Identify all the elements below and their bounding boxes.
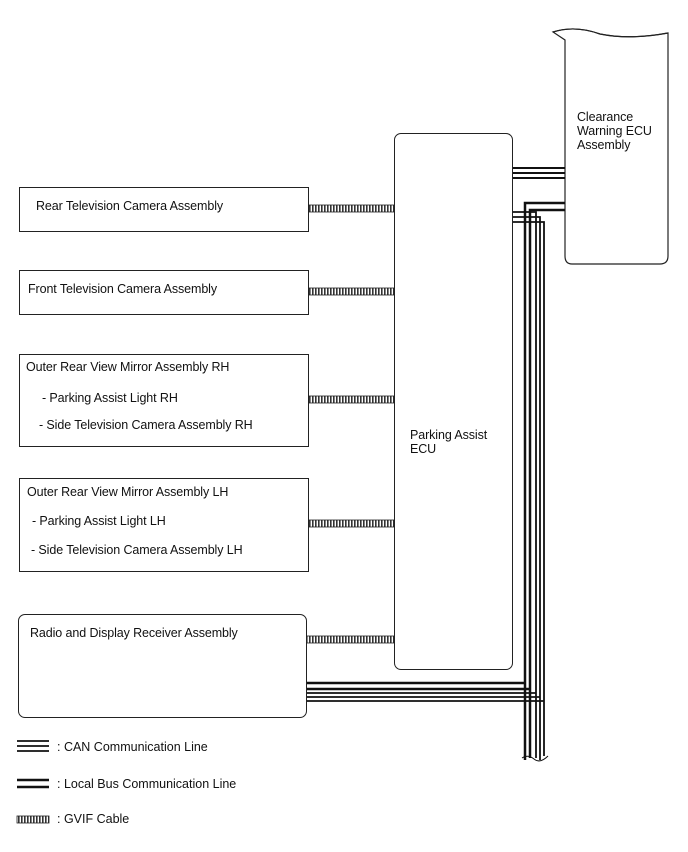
front-camera-label: Front Television Camera Assembly bbox=[28, 282, 218, 296]
parking-assist-ecu-label: Parking Assist ECU bbox=[410, 428, 488, 456]
mirror-lh-title: Outer Rear View Mirror Assembly LH bbox=[27, 485, 229, 499]
can-line-vertical bbox=[512, 211, 545, 760]
can-line-ecu-to-clearance bbox=[512, 167, 565, 179]
clearance-ecu-torn-edge bbox=[552, 28, 669, 38]
legend-local-bus-symbol bbox=[17, 778, 49, 789]
gvif-cable-front-camera bbox=[307, 287, 395, 296]
gvif-cable-mirror-rh bbox=[307, 395, 395, 404]
mirror-rh-item-light: - Parking Assist Light RH bbox=[42, 391, 178, 405]
parking-assist-ecu-box: Parking Assist ECU bbox=[394, 133, 513, 670]
rear-camera-box: Rear Television Camera Assembly bbox=[19, 187, 309, 232]
local-bus-line-vertical bbox=[523, 201, 565, 760]
mirror-lh-item-light: - Parking Assist Light LH bbox=[32, 514, 166, 528]
mirror-lh-box: Outer Rear View Mirror Assembly LH - Par… bbox=[19, 478, 309, 572]
mirror-rh-item-camera: - Side Television Camera Assembly RH bbox=[39, 418, 253, 432]
clearance-warning-ecu-label: Clearance Warning ECU Assembly bbox=[577, 110, 652, 152]
gvif-cable-mirror-lh bbox=[307, 519, 395, 528]
radio-receiver-box: Radio and Display Receiver Assembly bbox=[18, 614, 307, 718]
legend-can-label: : CAN Communication Line bbox=[57, 740, 208, 754]
legend-gvif-symbol bbox=[16, 815, 50, 824]
legend-can-symbol bbox=[17, 740, 49, 752]
gvif-cable-radio bbox=[305, 635, 395, 644]
mirror-rh-box: Outer Rear View Mirror Assembly RH - Par… bbox=[19, 354, 309, 447]
mirror-rh-title: Outer Rear View Mirror Assembly RH bbox=[26, 360, 230, 374]
rear-camera-label: Rear Television Camera Assembly bbox=[36, 199, 224, 213]
mirror-lh-item-camera: - Side Television Camera Assembly LH bbox=[31, 543, 243, 557]
legend-gvif-label: : GVIF Cable bbox=[57, 812, 130, 826]
local-bus-line-radio bbox=[306, 681, 530, 691]
front-camera-box: Front Television Camera Assembly bbox=[19, 270, 309, 315]
legend-local-bus-label: : Local Bus Communication Line bbox=[57, 777, 237, 791]
can-line-radio bbox=[306, 692, 544, 702]
gvif-cable-rear-camera bbox=[307, 204, 395, 213]
radio-receiver-label: Radio and Display Receiver Assembly bbox=[30, 626, 238, 640]
